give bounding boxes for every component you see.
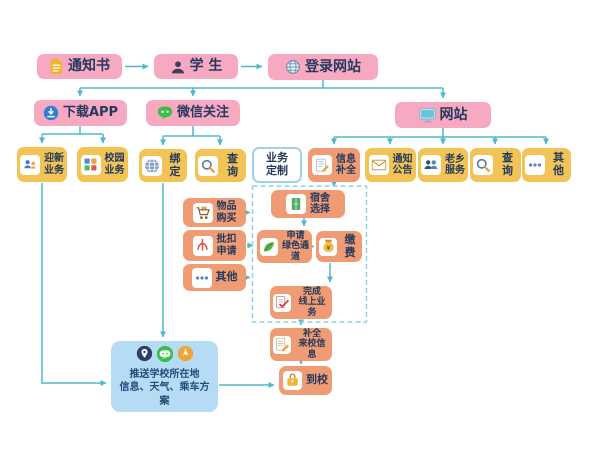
pencil-doc-icon <box>273 335 291 354</box>
node-label: 通知 公告 <box>392 153 413 177</box>
push-panel-icons <box>136 345 194 363</box>
node-website: 网站 <box>395 102 491 128</box>
document-icon <box>49 58 64 75</box>
schoolbag-icon <box>283 371 302 390</box>
node-label: 信息 补全 <box>336 153 356 177</box>
svg-text:¥: ¥ <box>326 245 331 252</box>
dots-icon <box>525 155 545 175</box>
node-label: 宿舍 选择 <box>310 192 330 216</box>
student-icon <box>170 59 186 75</box>
node-pay-fees: ¥ 缴费 <box>316 231 362 262</box>
campus-service-icon <box>80 154 101 175</box>
push-panel-text: 推送学校所在地 信息、天气、乘车方案 <box>119 368 210 407</box>
location-icon <box>136 345 153 362</box>
cart-icon <box>192 202 213 223</box>
navigation-icon <box>177 345 194 362</box>
node-label: 查询 <box>502 151 513 177</box>
node-student: 学 生 <box>154 54 238 79</box>
monitor-icon <box>418 107 436 124</box>
welcome-service-icon <box>20 154 40 175</box>
form-edit-icon <box>312 155 332 175</box>
node-label: 完成 线上业务 <box>298 286 326 318</box>
node-label: 查询 <box>227 151 238 178</box>
node-other-web: 其他 <box>522 148 571 182</box>
globe-icon <box>285 59 301 75</box>
node-finish-online-business: 完成 线上业务 <box>270 286 332 319</box>
node-query-wechat: 查询 <box>195 149 246 182</box>
node-label: 到校 <box>306 373 328 387</box>
search-icon <box>473 155 493 175</box>
node-fill-arrival-info: 补全 来校信息 <box>270 328 332 361</box>
node-label: 迎新 业务 <box>44 153 64 176</box>
node-campus-business: 校园 业务 <box>77 147 128 182</box>
push-info-panel: 推送学校所在地 信息、天气、乘车方案 <box>111 341 218 412</box>
app-download-icon <box>43 105 59 121</box>
node-wechat-follow: 微信关注 <box>146 100 240 126</box>
node-label: 缴费 <box>344 232 356 259</box>
check-doc-icon <box>273 293 291 312</box>
claw-icon <box>192 235 213 256</box>
search-icon <box>198 155 218 176</box>
wechat-icon <box>157 105 173 121</box>
node-welcome-business: 迎新 业务 <box>17 147 67 182</box>
node-label: 通知书 <box>68 58 110 75</box>
node-item-purchase: 物品 购买 <box>183 198 246 227</box>
node-green-channel: 申请 绿色通道 <box>257 230 312 263</box>
dots-icon <box>191 267 212 288</box>
node-label: 物品 购买 <box>216 201 237 224</box>
node-notice-letter: 通知书 <box>37 54 122 79</box>
node-label: 微信关注 <box>176 104 229 120</box>
node-hometown-service: 老乡 服务 <box>418 148 468 182</box>
node-label: 校园 业务 <box>104 153 125 176</box>
node-batch-deduction: 批扣 申请 <box>183 230 246 261</box>
node-announcements: 通知 公告 <box>365 148 416 182</box>
node-label: 下载APP <box>62 104 119 120</box>
node-label: 登录网站 <box>305 58 361 75</box>
node-login-website: 登录网站 <box>268 54 378 80</box>
moneybag-icon: ¥ <box>319 237 337 256</box>
node-download-app: 下载APP <box>34 100 127 126</box>
wechat-icon <box>156 345 174 363</box>
node-label: 业务 定制 <box>266 151 288 177</box>
node-bind: 绑定 <box>139 149 187 182</box>
node-business-customization: 业务 定制 <box>252 147 302 183</box>
mail-icon <box>368 155 389 175</box>
node-info-completion: 信息 补全 <box>308 148 360 182</box>
wardrobe-icon <box>286 194 306 214</box>
node-label: 申请 绿色通道 <box>282 230 310 262</box>
node-query-web: 查询 <box>470 148 521 182</box>
node-label: 网站 <box>439 106 468 123</box>
node-label: 绑定 <box>169 151 181 178</box>
node-label: 补全 来校信息 <box>298 328 326 360</box>
node-other-purchase: 其他 <box>183 264 246 291</box>
node-dorm-selection: 宿舍 选择 <box>271 190 345 218</box>
node-arrive-at-school: 到校 <box>279 366 332 395</box>
node-label: 批扣 申请 <box>216 234 237 257</box>
node-label: 其他 <box>553 151 564 177</box>
node-label: 学 生 <box>189 58 223 75</box>
leaf-icon <box>260 237 278 256</box>
node-label: 其他 <box>215 270 238 284</box>
bind-globe-icon <box>142 155 162 176</box>
users-icon <box>421 155 441 175</box>
node-label: 老乡 服务 <box>445 153 465 177</box>
